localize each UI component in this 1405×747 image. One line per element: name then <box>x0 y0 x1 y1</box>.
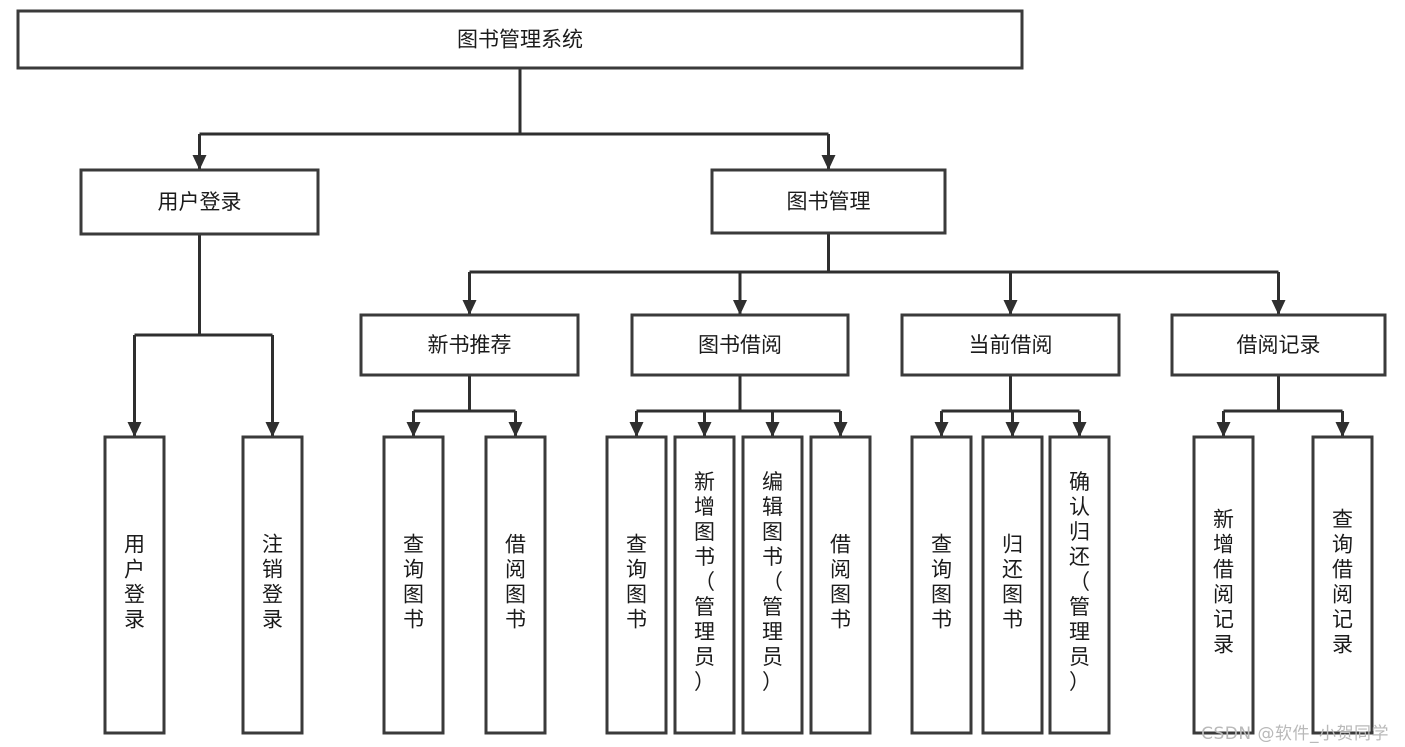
node-leaf-borrow-book-1[interactable]: 借阅图书 <box>484 435 547 735</box>
node-leaf-borrow-book-2[interactable]: 借阅图书 <box>809 435 872 735</box>
node-label: 新增借阅记录 <box>1213 508 1234 657</box>
node-leaf-query-book-1[interactable]: 查询图书 <box>382 435 445 735</box>
node-label: 查询借阅记录 <box>1332 508 1353 657</box>
node-leaf-user-login[interactable]: 用户登录 <box>103 435 166 735</box>
node-label: 新书推荐 <box>428 333 512 357</box>
node-label: 查询图书 <box>931 533 952 632</box>
connector-layer <box>127 68 1350 437</box>
node-current-borrow[interactable]: 当前借阅 <box>900 313 1121 377</box>
node-leaf-logout-login[interactable]: 注销登录 <box>241 435 304 735</box>
node-label: 用户登录 <box>124 533 145 632</box>
node-leaf-query-book-3[interactable]: 查询图书 <box>910 435 973 735</box>
node-label: 确认归还（管理员） <box>1069 470 1090 694</box>
node-leaf-return-book[interactable]: 归还图书 <box>981 435 1044 735</box>
node-root-system[interactable]: 图书管理系统 <box>16 9 1024 70</box>
node-layer: 图书管理系统用户登录图书管理新书推荐图书借阅当前借阅借阅记录用户登录注销登录查询… <box>16 9 1387 735</box>
node-label: 用户登录 <box>158 190 242 214</box>
node-label: 归还图书 <box>1002 533 1023 632</box>
node-book-manage[interactable]: 图书管理 <box>710 168 947 235</box>
node-label: 借阅记录 <box>1237 333 1321 357</box>
csdn-watermark: CSDN @软件_小贺同学 <box>1201 724 1389 744</box>
node-leaf-add-book[interactable]: 新增图书（管理员） <box>673 435 736 735</box>
node-user-login[interactable]: 用户登录 <box>79 168 320 236</box>
node-label: 当前借阅 <box>969 333 1053 357</box>
node-label: 借阅图书 <box>505 533 526 632</box>
node-leaf-confirm-return[interactable]: 确认归还（管理员） <box>1048 435 1111 735</box>
node-new-book-recommend[interactable]: 新书推荐 <box>359 313 580 377</box>
node-leaf-add-record[interactable]: 新增借阅记录 <box>1192 435 1255 735</box>
node-label: 借阅图书 <box>830 533 851 632</box>
node-label: 图书管理 <box>787 190 871 214</box>
node-leaf-query-record[interactable]: 查询借阅记录 <box>1311 435 1374 735</box>
node-label: 注销登录 <box>262 533 283 632</box>
node-label: 新增图书（管理员） <box>694 470 715 694</box>
node-leaf-edit-book[interactable]: 编辑图书（管理员） <box>741 435 804 735</box>
node-book-borrow[interactable]: 图书借阅 <box>630 313 850 377</box>
node-label: 查询图书 <box>403 533 424 632</box>
node-label: 编辑图书（管理员） <box>762 470 783 694</box>
node-label: 查询图书 <box>626 533 647 632</box>
node-leaf-query-book-2[interactable]: 查询图书 <box>605 435 668 735</box>
node-label: 图书管理系统 <box>457 28 583 52</box>
node-label: 图书借阅 <box>698 333 782 357</box>
node-borrow-record[interactable]: 借阅记录 <box>1170 313 1387 377</box>
